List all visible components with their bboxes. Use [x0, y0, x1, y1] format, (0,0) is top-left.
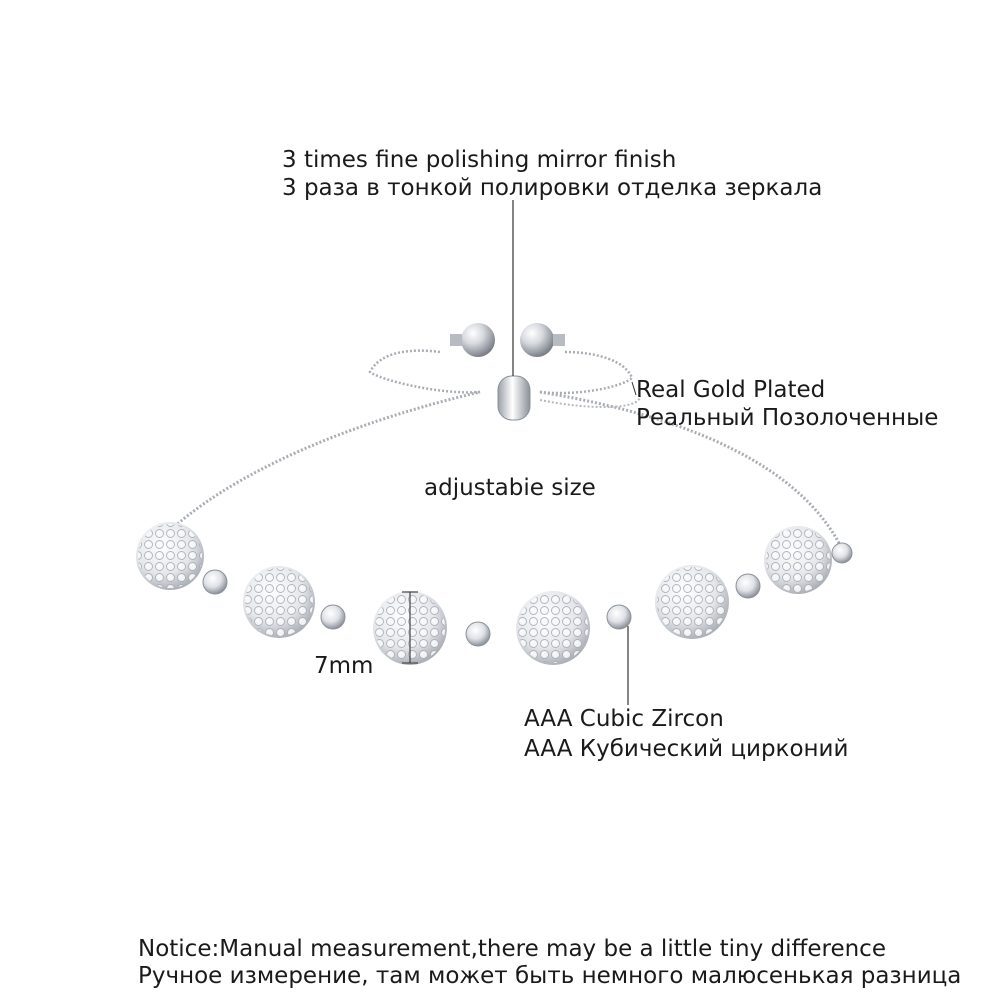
zircon-stones	[202, 542, 853, 647]
leader-gold	[631, 381, 637, 396]
size-dimension	[402, 591, 418, 664]
notice-text: Notice:Manual measurement,there may be a…	[138, 936, 961, 990]
chain-left	[158, 390, 481, 542]
size-callout: 7mm	[314, 653, 374, 679]
chain-right	[539, 390, 842, 546]
adjustable-callout: adjustabie size	[424, 475, 596, 501]
notice-en: Notice:Manual measurement,there may be a…	[138, 936, 886, 962]
gold-callout-ru: Реальный Позолоченные	[636, 405, 939, 431]
chain-tail-left	[368, 349, 481, 394]
zircon-callout-en: AAA Cubic Zircon	[524, 706, 724, 732]
chain-tail-right	[539, 350, 634, 395]
zircon-callout-ru: AAA Кубический цирконий	[524, 736, 849, 762]
gold-callout-en: Real Gold Plated	[636, 377, 826, 403]
chain-tail-right-2	[539, 395, 641, 409]
slider-bead	[497, 375, 531, 421]
gold-callout: Real Gold Plated Реальный Позолоченные	[636, 376, 938, 432]
end-ball-left	[461, 323, 495, 357]
polish-callout-en: 3 times fine polishing mirror finish	[282, 147, 677, 173]
end-ball-right	[520, 323, 554, 357]
notice-ru: Ручное измерение, там может быть немного…	[138, 963, 962, 989]
zircon-callout: AAA Cubic Zircon AAA Кубический цирконий	[524, 704, 848, 764]
polish-callout-ru: 3 раза в тонкой полировки отделка зеркал…	[282, 175, 823, 201]
polish-callout: 3 times fine polishing mirror finish 3 р…	[282, 146, 822, 202]
